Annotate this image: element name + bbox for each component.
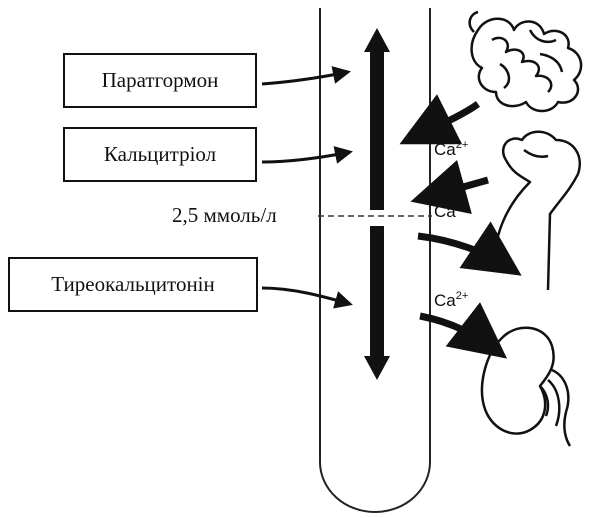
ion-symbol: Ca (434, 140, 456, 159)
ion-charge: 2+ (456, 290, 469, 302)
ion-charge: 2+ (456, 139, 469, 151)
calcitriol-label: Кальцитріол (104, 142, 216, 167)
calcium-level-label: 2,5 ммоль/л (172, 203, 277, 228)
parathormone-box: Паратгормон (63, 53, 257, 108)
calcitonin-box: Тиреокальцитонін (8, 257, 258, 312)
ion-symbol: Ca (434, 202, 456, 221)
ion-symbol: Ca (434, 291, 456, 310)
calcitonin-label: Тиреокальцитонін (51, 272, 215, 297)
intestine-icon (470, 12, 581, 111)
calcium-ion-label-kidney: Ca2+ (434, 290, 468, 311)
calcitriol-box: Кальцитріол (63, 127, 257, 182)
kidney-icon (482, 328, 570, 446)
calcium-ion-label-bone: Ca2+ (434, 201, 468, 222)
calcium-ion-label-intestine: Ca2+ (434, 139, 468, 160)
parathormone-label: Паратгормон (102, 68, 219, 93)
calcium-level-double-arrow (364, 28, 390, 380)
ion-charge: 2+ (456, 201, 469, 213)
hormone-arrows (262, 72, 350, 304)
